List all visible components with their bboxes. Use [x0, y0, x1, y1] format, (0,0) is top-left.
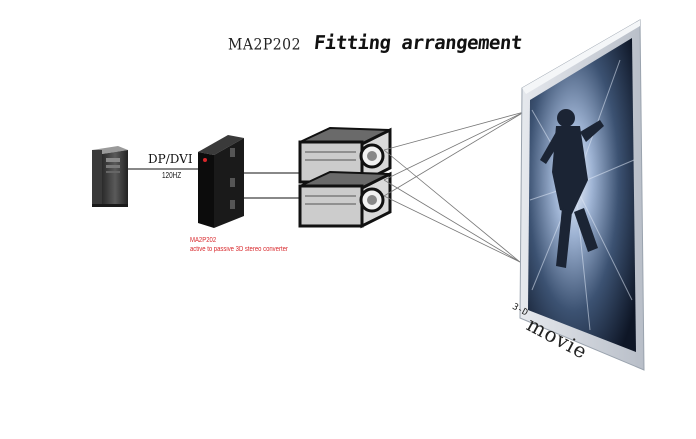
- projection-screen: [519, 19, 645, 371]
- refresh-label: 120HZ: [162, 171, 182, 180]
- converter-name: MA2P202: [190, 237, 217, 244]
- projector-bottom: [298, 170, 392, 229]
- projection-beams: [383, 111, 525, 263]
- screen-figure: [540, 109, 604, 268]
- converter-description: active to passive 3D stereo converter: [190, 246, 288, 253]
- converter-box: [198, 135, 244, 228]
- title-model: MA2P202: [228, 35, 301, 55]
- computer-tower: [92, 146, 128, 207]
- title-main: Fitting arrangement: [312, 32, 524, 54]
- diagram-title: MA2P202 Fitting arrangement: [228, 32, 524, 55]
- interface-label: DP/DVI: [148, 152, 193, 166]
